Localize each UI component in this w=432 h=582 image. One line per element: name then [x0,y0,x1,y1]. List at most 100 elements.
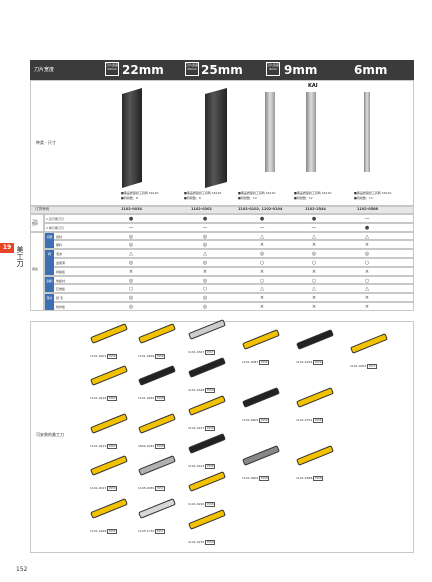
usage-mark: × [259,242,265,249]
usage-mark: ◎ [202,304,208,310]
group-label: 刀片 形状 [32,218,39,227]
blade-note-3a: ■黑品质锯遮工具刺 SK120 [238,191,276,195]
row-label: 纸 毛 [56,296,63,301]
row-label: 塑料 [56,243,63,248]
usage-mark: ○ [364,277,370,284]
usage-mark: × [364,242,370,249]
chapter-tab-number: 19 [0,243,14,253]
table-row [44,222,414,232]
usage-mark: × [259,268,265,275]
usage-mark: ○ [259,277,265,284]
row-label: 金属薄 [56,261,66,265]
usage-mark: — [364,216,370,222]
catalog-page-ref: P156 [259,360,270,365]
usage-mark: × [364,295,370,302]
blade-note-2b: ■刻线数：8 [184,196,201,200]
usage-mark: ◎ [202,242,208,249]
table-row [44,214,414,223]
blade-note-2a: ■黑品质锯遮工具刺 SK120 [184,191,222,195]
usage-mark: × [202,268,208,275]
table-row [44,258,414,267]
group-cell [30,231,44,311]
usage-mark: △ [312,233,316,240]
usage-subcategory: 剥 [45,250,54,275]
catalog-page-ref: P158 [205,426,216,431]
usage-mark: × [311,304,317,310]
usage-mark: ○ [202,286,208,293]
usage-mark: ○ [128,286,134,293]
catalog-page-ref: P156 [313,360,324,365]
usage-mark: △ [365,233,369,240]
catalog-page-ref: P158 [205,540,216,545]
catalog-page-ref: P158 [313,418,324,423]
usage-mark: ◎ [128,304,134,310]
order-code-row [30,206,414,214]
usage-mark: × [259,304,265,310]
table-row [44,266,414,276]
usage-mark: — [311,224,317,231]
blade-6mm [364,92,370,172]
catalog-page-ref: P162 [107,444,118,449]
usage-mark: △ [365,286,369,293]
catalog-page-ref: P177 [367,364,378,369]
catalog-page-ref: P156 [107,529,118,534]
blade-section-label: 种类 · 尺寸 [36,140,56,145]
blade-width-label: 刀片宽度 [34,67,55,73]
blade-width-header-bar [30,60,414,80]
table-row [44,231,414,241]
usage-mark: ◎ [128,233,134,240]
row-label: 2.单刃角刀刃 [46,225,64,230]
usage-mark: × [364,268,370,275]
usage-mark: ○ [311,277,317,284]
catalog-page-ref: P156 [259,418,270,423]
chapter-tab-text: 美工刀 [16,246,24,267]
usage-mark: △ [260,233,264,240]
width-title-9: 9mm [284,63,318,77]
blade-section [30,80,414,206]
usage-mark: ● [311,216,317,222]
usage-mark: × [364,304,370,310]
group-cell [30,214,44,232]
row-label: 泡沫 [56,252,63,257]
width-title-22: 22mm [122,63,164,77]
kai-logo: KAI [308,83,318,89]
usage-mark: ◎ [128,242,134,249]
usage-mark: ◎ [128,277,134,284]
usage-mark: △ [203,251,207,258]
usage-mark: △ [312,286,316,293]
usage-mark: — [128,224,134,231]
table-row [44,240,414,250]
usage-subcategory: 刮削 [45,276,54,293]
blade-note-4b: ■刻线数：12 [294,196,313,200]
usage-mark: × [311,295,317,302]
usage-mark: — [202,224,208,231]
row-label: 帆布板 [56,305,66,309]
width-title-25: 25mm [201,63,243,77]
blade-note-5a: ■黑品质锯遮工具刺 SK120 [354,191,392,195]
blade-note-1a: ■黑品质锯遮工具刺 SK120 [121,191,159,195]
usage-mark: ● [128,216,134,222]
catalog-page-ref: P158 [205,502,216,507]
usage-mark: △ [260,286,264,293]
table-row [44,249,414,258]
width-title-6: 6mm [354,63,388,77]
usage-mark: ○ [364,260,370,266]
order-code-4: 1102-2544 [305,207,326,211]
usage-mark: ◎ [202,260,208,266]
catalog-page-ref: P156 [107,354,118,359]
page-number: 152 [16,566,28,573]
usage-mark: — [259,224,265,231]
table-row [44,284,414,294]
